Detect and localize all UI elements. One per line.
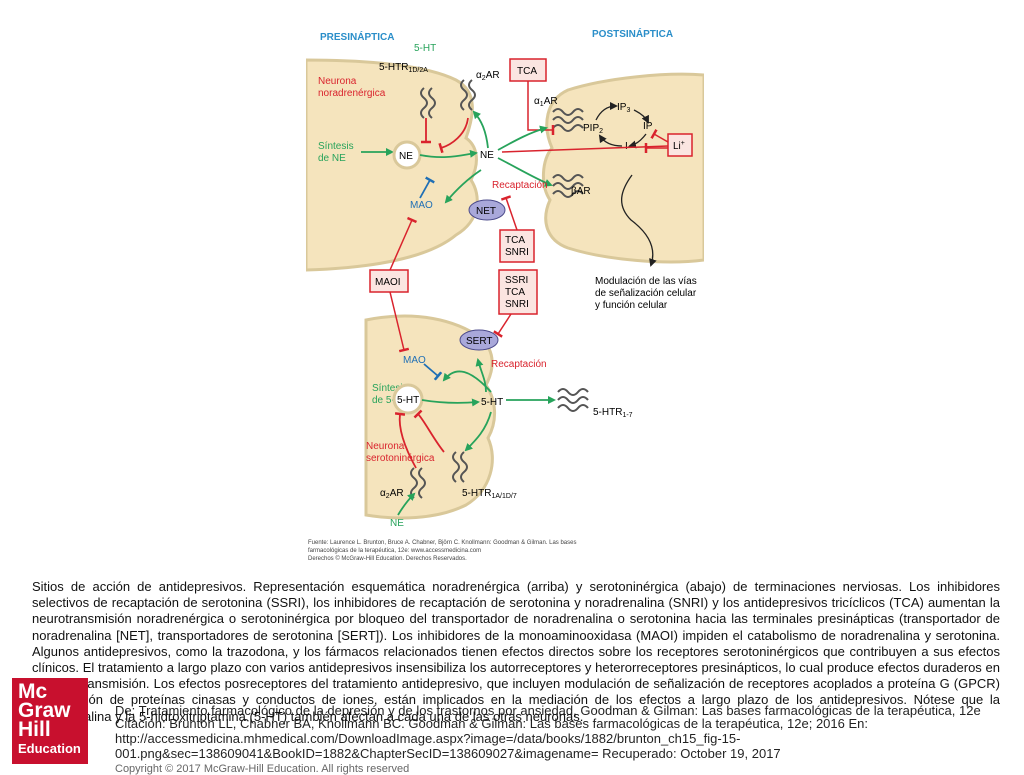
tca-snri-box [499, 229, 535, 263]
ssri-box [498, 269, 538, 315]
a1ar-label: α1AR [534, 96, 558, 108]
source-text: De: Tratamiento farmacológico de la depr… [115, 703, 981, 718]
presynaptic-title: PRESINÁPTICA [320, 30, 394, 43]
mao-bottom-label: MAO [403, 355, 426, 366]
bar-label: βAR [571, 186, 591, 197]
figure-credit: Fuente: Laurence L. Brunton, Bruce A. Ch… [308, 540, 577, 562]
li-label: Li+ [673, 140, 685, 152]
5ht-presynaptic-terminal [364, 314, 496, 520]
sert-transporter [459, 329, 499, 351]
sert-label: SERT [466, 336, 493, 347]
5htr-1-7-label: 5-HTR1-7 [593, 407, 633, 419]
tca-box-top-label: TCA [517, 66, 537, 77]
ne-cleft-label: NE [480, 150, 494, 161]
5ht-vesicle [392, 383, 424, 415]
antidepressant-diagram: PRESINÁPTICA POSTSINÁPTICA 5-HT 5-HTR1D/… [306, 27, 704, 562]
mao-top-label: MAO [410, 200, 433, 211]
5htr-1a-receptor [452, 451, 468, 483]
a2ar-top-label: α2AR [476, 70, 500, 82]
maoi-box [369, 269, 409, 293]
5ht-cleft-label: 5-HT [481, 397, 503, 408]
ip-label: IP [643, 121, 653, 132]
net-transporter [468, 199, 506, 221]
ne-vesicle-label: NE [399, 151, 413, 162]
5htr-autoreceptor-top [420, 87, 436, 119]
postsynaptic-title: POSTSINÁPTICA [592, 27, 673, 40]
postsynaptic-neuron [542, 72, 704, 264]
5ht-top-label: 5-HT [414, 43, 436, 54]
figure-caption: Sitios de acción de antidepresivos. Repr… [32, 579, 1000, 724]
pip2-label: PIP2 [583, 123, 603, 135]
i-label: I [625, 141, 628, 152]
5htr-1a-label: 5-HTR1A/1D/7 [462, 488, 517, 500]
5ht-vesicle-label: 5-HT [397, 395, 419, 406]
recapture-top-label: Recaptación [492, 180, 548, 191]
a1ar-receptor [552, 108, 584, 132]
maoi-label: MAOI [375, 277, 401, 288]
bar-receptor [552, 174, 584, 198]
li-box [667, 133, 693, 157]
5htr-1-7-receptor [557, 388, 589, 412]
ne-bottom-label: NE [390, 518, 404, 529]
copyright-text: Copyright © 2017 McGraw-Hill Education. … [115, 763, 410, 775]
ip3-label: IP3 [617, 102, 630, 114]
net-label: NET [476, 206, 496, 217]
recapture-bottom-label: Recaptación [491, 359, 547, 370]
mcgraw-hill-logo: Mc Graw Hill Education [12, 678, 88, 764]
a2ar-bottom-label: α2AR [380, 488, 404, 500]
citation-text: Citación: Brunton LL, Chabner BA, Knollm… [115, 716, 868, 761]
a2ar-top-receptor [460, 79, 476, 111]
5htr-1d2a-label: 5-HTR1D/2A [379, 62, 428, 74]
